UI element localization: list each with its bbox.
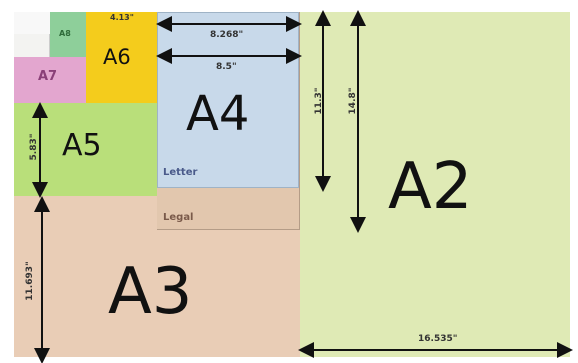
letter-width-text: 8.5" — [216, 62, 237, 72]
a3-height-text: 11.693" — [25, 261, 35, 301]
a5-label: A5 — [62, 128, 102, 163]
a7-label: A7 — [38, 69, 58, 84]
a4-width-text: 8.268" — [210, 30, 244, 40]
a4-height-text: 11.3" — [314, 87, 324, 115]
letter-label: Letter — [163, 167, 198, 178]
a7-region — [14, 57, 86, 103]
a2-region — [298, 12, 570, 357]
a8-region — [50, 12, 86, 57]
a4-label: A4 — [186, 86, 250, 142]
a5-width-text: 5.83" — [29, 133, 39, 161]
a6-region — [86, 12, 157, 103]
a2-height-text: 14.8" — [348, 87, 358, 115]
a6-width-text: 4.13" — [110, 13, 134, 22]
a4-region — [157, 12, 299, 188]
a9-region — [14, 12, 50, 34]
a6-label: A6 — [103, 45, 131, 69]
a2-width-text: 16.535" — [418, 334, 458, 344]
a3-label: A3 — [108, 255, 193, 329]
a2-label: A2 — [388, 150, 473, 224]
a8-label: A8 — [59, 29, 71, 38]
legal-label: Legal — [163, 212, 194, 223]
